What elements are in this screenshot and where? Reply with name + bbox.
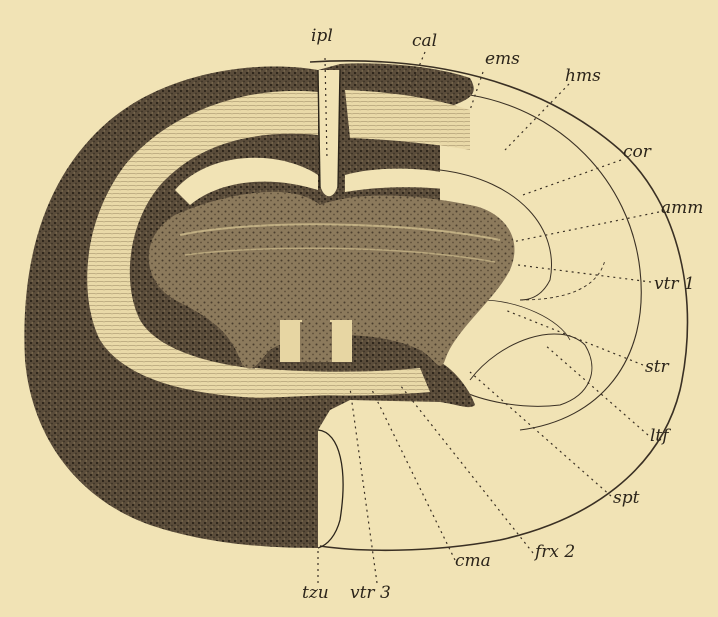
- midline-fissure: [318, 70, 340, 196]
- label-cma: cma: [455, 553, 491, 570]
- label-vtr1: vtr 1: [654, 276, 695, 293]
- label-ipl: ipl: [311, 28, 333, 45]
- label-hms: hms: [565, 68, 601, 85]
- label-vtr3: vtr 3: [350, 585, 391, 602]
- label-ltf: ltf: [650, 428, 669, 445]
- label-tzu: tzu: [302, 585, 329, 602]
- label-spt: spt: [613, 490, 639, 507]
- label-cor: cor: [623, 144, 651, 161]
- label-str: str: [645, 359, 669, 376]
- label-frx2: frx 2: [535, 544, 575, 561]
- label-cal: cal: [412, 33, 437, 50]
- label-ems: ems: [485, 51, 520, 68]
- label-amm: amm: [661, 200, 703, 217]
